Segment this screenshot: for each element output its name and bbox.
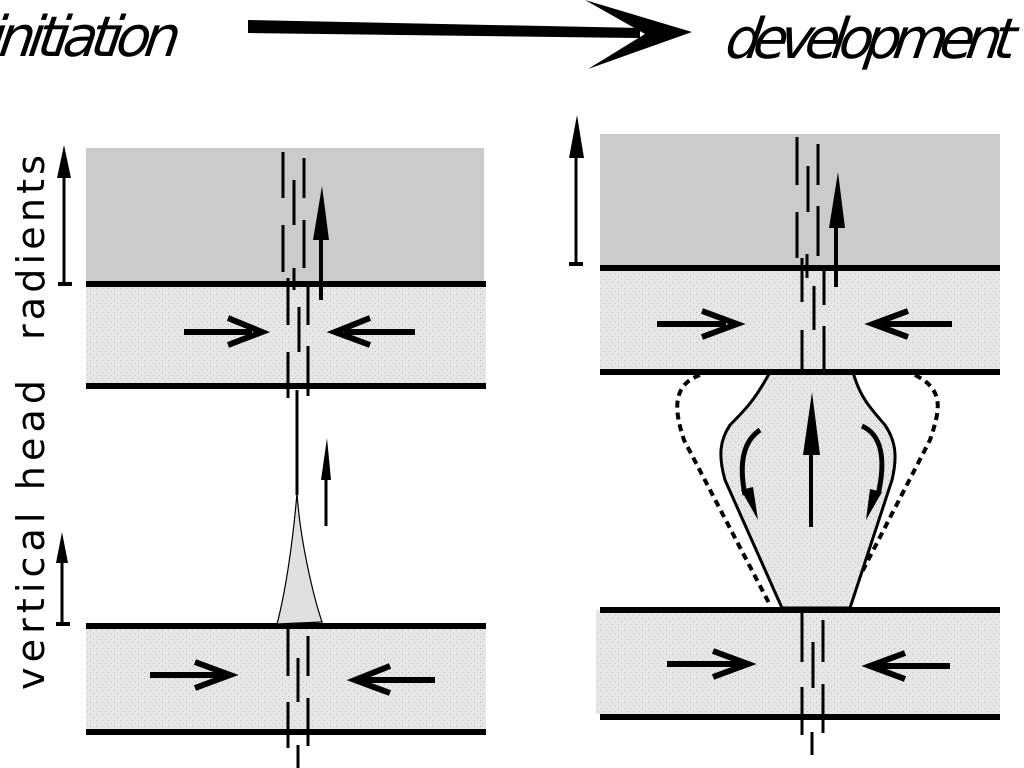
panel-development bbox=[596, 134, 1000, 755]
side-label-upper: radients bbox=[9, 155, 53, 340]
compression-arrow-right bbox=[150, 659, 239, 691]
upper-gray-layer bbox=[600, 134, 1000, 268]
fault-dashes-lower bbox=[800, 612, 825, 755]
up-arrow-small bbox=[321, 438, 331, 526]
up-arrow bbox=[313, 186, 329, 300]
compression-arrow-left bbox=[326, 315, 415, 348]
stippled-layer-bottom bbox=[596, 610, 1000, 714]
compression-arrow-left bbox=[346, 663, 435, 696]
stippled-layer-top bbox=[86, 284, 486, 386]
plume-up-arrow bbox=[803, 392, 820, 527]
compression-arrow-right bbox=[667, 648, 757, 680]
title-initiation: initiation bbox=[0, 5, 185, 70]
compression-arrow-left bbox=[861, 650, 950, 682]
side-label: vertical head radients bbox=[9, 155, 53, 690]
title-development: development bbox=[722, 7, 1023, 72]
compression-arrow-right bbox=[184, 315, 271, 348]
compression-arrow-left bbox=[864, 308, 952, 340]
stippled-layer-top bbox=[600, 268, 1000, 372]
panel-initiation bbox=[86, 148, 486, 768]
scale-arrow-upper-left bbox=[57, 145, 72, 286]
compression-arrow-right bbox=[657, 308, 746, 340]
scale-arrow-right bbox=[569, 115, 584, 266]
plume-initiation bbox=[276, 492, 323, 625]
plume-envelope-dashed bbox=[675, 373, 940, 606]
scale-arrow-lower-left bbox=[56, 532, 70, 626]
upper-gray-layer bbox=[86, 148, 484, 284]
circulation-arrow-right bbox=[860, 423, 885, 520]
progression-arrow bbox=[248, 0, 692, 69]
fault-dashes bbox=[795, 137, 826, 372]
side-label-lower: vertical head bbox=[9, 380, 53, 690]
circulation-arrow-left bbox=[739, 427, 762, 520]
up-arrow bbox=[829, 172, 845, 287]
fault-dashes-lower bbox=[286, 628, 310, 768]
